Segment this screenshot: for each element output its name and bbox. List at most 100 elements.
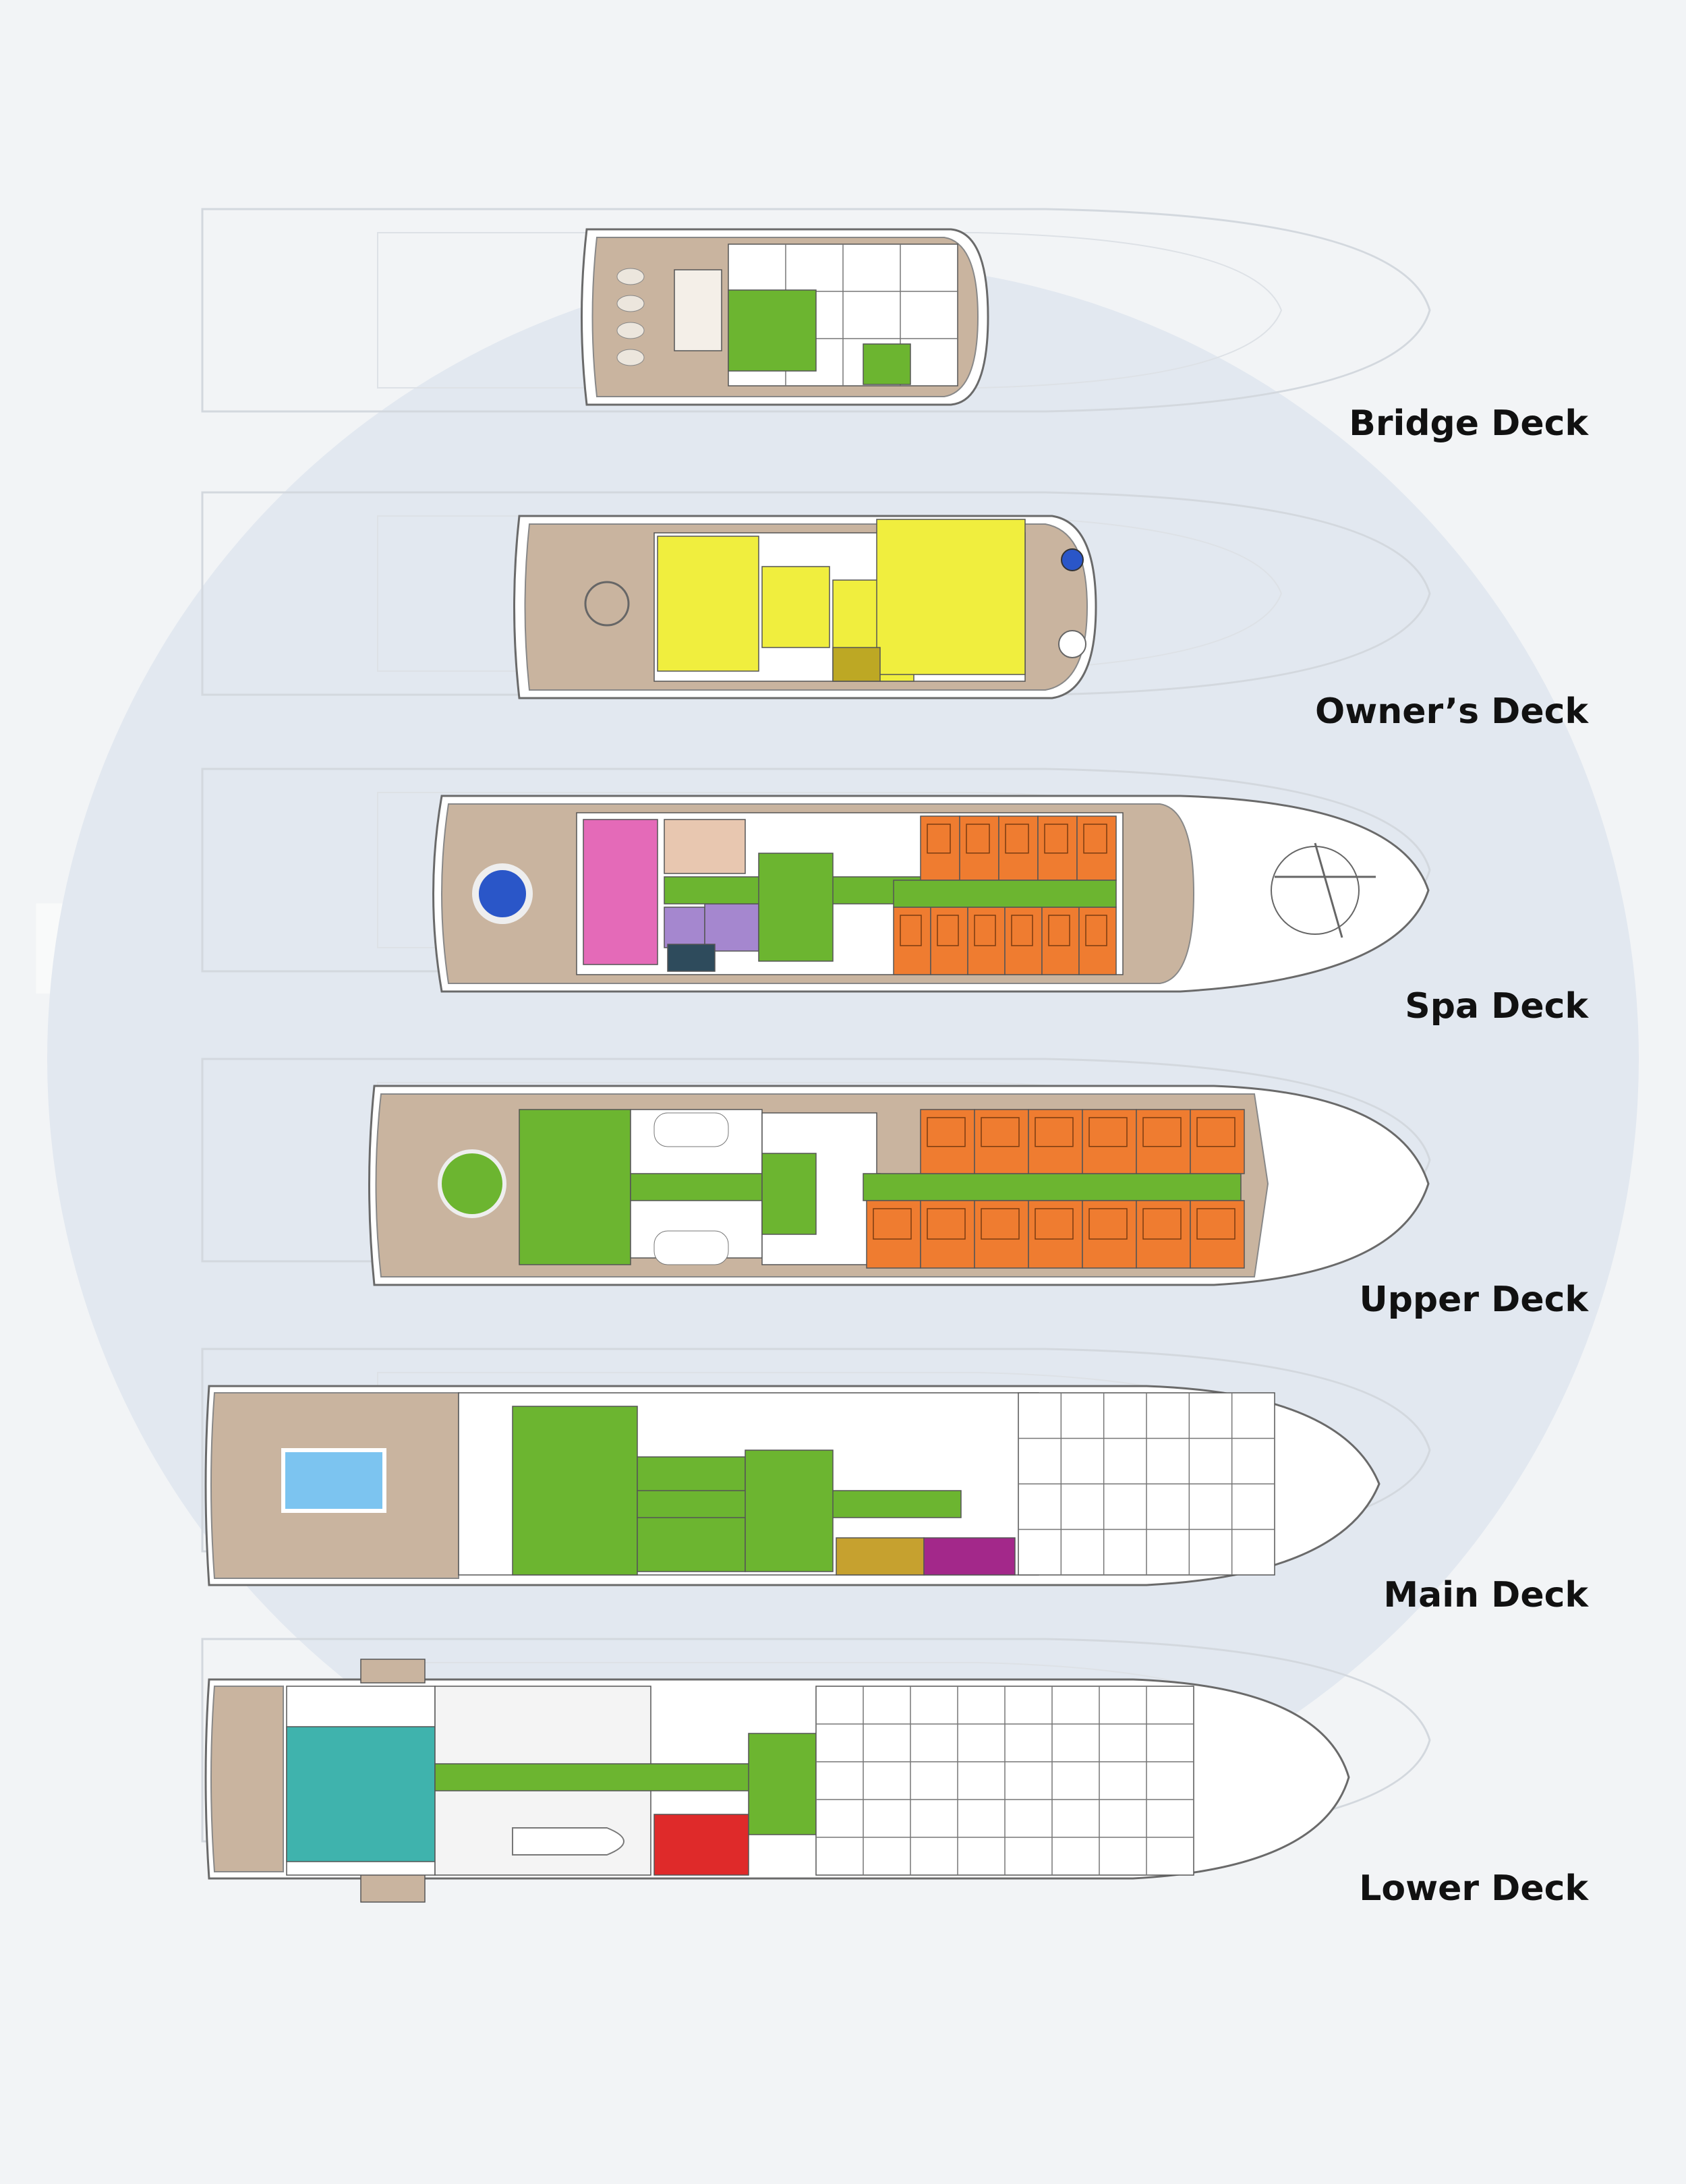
- cabin-bed: [927, 824, 951, 854]
- spa-lavender-room: [664, 907, 705, 948]
- spa-beige-room: [664, 819, 746, 874]
- cabin-bed: [927, 1208, 966, 1240]
- spa-orange-cabin: [998, 815, 1039, 881]
- upper-green-lounge: [519, 1109, 631, 1265]
- cabin-bed: [1142, 1117, 1182, 1147]
- upper-orange-cabin: [1082, 1109, 1137, 1174]
- cabin-bed: [966, 824, 990, 854]
- cabin-bed: [937, 915, 959, 946]
- spa-orange-cabin: [1076, 815, 1117, 881]
- owners-yellow-suite: [761, 566, 830, 648]
- owners-olive-room: [832, 647, 881, 682]
- cabin-bed: [981, 1208, 1020, 1240]
- spa-orange-cabin: [967, 907, 1006, 975]
- upper-orange-cabin: [920, 1109, 975, 1174]
- upper-green-round: [438, 1149, 506, 1218]
- ghost-hull-outline: [201, 208, 1431, 413]
- upper-green-area: [761, 1153, 817, 1235]
- cabin-bed: [1035, 1117, 1074, 1147]
- ghost-superstructure-outline: [377, 515, 1283, 672]
- owners-yellow-suite: [876, 519, 1026, 675]
- owners-jacuzzi: [1061, 548, 1084, 571]
- cabin-bed: [981, 1117, 1020, 1147]
- bridge-dining-table: [674, 269, 722, 351]
- tender-boat: [512, 1827, 624, 1856]
- round-table: [584, 581, 630, 627]
- spa-green-area: [758, 853, 834, 962]
- main-mustard-room: [836, 1537, 925, 1576]
- label-bridge-deck: Bridge Deck: [1349, 403, 1588, 444]
- spa-orange-cabin: [920, 815, 960, 881]
- cabin-bed: [1142, 1208, 1182, 1240]
- upper-orange-cabin: [1136, 1200, 1191, 1269]
- main-deck-plan: [204, 1385, 1380, 1586]
- helicopter-rotor: [1314, 842, 1343, 938]
- upper-orange-cabin: [1028, 1109, 1083, 1174]
- label-lower-deck: Lower Deck: [1359, 1868, 1588, 1909]
- cabin-bed: [1088, 1208, 1128, 1240]
- cabin-bed: [1085, 915, 1107, 946]
- upper-orange-cabin: [866, 1200, 921, 1269]
- cabin-bed: [1011, 915, 1033, 946]
- lower-deck-plan: [204, 1659, 1350, 1903]
- spa-orange-cabin: [1037, 815, 1078, 881]
- bridge-deck-plan: [581, 228, 989, 406]
- upper-orange-cabin: [1136, 1109, 1191, 1174]
- tender-outline: [653, 1112, 729, 1147]
- cabin-bed: [1048, 915, 1070, 946]
- label-spa-deck: Spa Deck: [1405, 986, 1588, 1027]
- upper-orange-cabin: [1190, 1109, 1245, 1174]
- upper-orange-cabin: [974, 1200, 1029, 1269]
- cabin-bed: [1035, 1208, 1074, 1240]
- spa-orange-cabin: [1078, 907, 1117, 975]
- bridge-green-area: [728, 289, 817, 372]
- cabin-bed: [900, 915, 922, 946]
- main-green-saloon: [512, 1406, 638, 1576]
- cabin-bed: [1196, 1208, 1236, 1240]
- lower-teal-beach-club: [286, 1726, 436, 1862]
- ghost-hull-outline: [201, 491, 1431, 696]
- cabin-bed: [1196, 1117, 1236, 1147]
- upper-orange-cabin: [1082, 1200, 1137, 1269]
- lower-deck-swim-platform: [210, 1686, 284, 1872]
- cabin-bed: [873, 1208, 912, 1240]
- upper-green-corridor: [863, 1173, 1242, 1201]
- spa-pink-room: [583, 819, 658, 965]
- spa-navy-room: [667, 944, 716, 972]
- label-main-deck: Main Deck: [1383, 1575, 1588, 1615]
- upper-orange-cabin: [974, 1109, 1029, 1174]
- spa-orange-cabin: [1004, 907, 1043, 975]
- label-owners-deck: Owner’s Deck: [1314, 691, 1588, 732]
- main-magenta-room: [923, 1537, 1016, 1576]
- cabin-bed: [1005, 824, 1029, 854]
- spa-orange-cabin: [1041, 907, 1080, 975]
- spa-jacuzzi: [472, 863, 533, 924]
- owners-yellow-suite: [657, 536, 759, 672]
- lower-green-area: [748, 1733, 817, 1835]
- upper-orange-cabin: [1028, 1200, 1083, 1269]
- lower-side-platform: [360, 1659, 426, 1684]
- cabin-bed: [1088, 1117, 1128, 1147]
- cabin-bed: [927, 1117, 966, 1147]
- ghost-superstructure-outline: [377, 232, 1283, 389]
- bridge-green-area: [863, 343, 911, 385]
- label-upper-deck: Upper Deck: [1359, 1280, 1588, 1320]
- spa-deck-plan: [432, 795, 1430, 993]
- lounge-chair: [616, 322, 645, 339]
- lounge-chair: [616, 295, 645, 312]
- tender-outline: [653, 1230, 729, 1265]
- lounge-chair: [616, 268, 645, 285]
- cabin-bed: [1083, 824, 1107, 854]
- lower-green-corridor: [434, 1763, 780, 1791]
- owners-round-seat: [1058, 630, 1086, 658]
- upper-deck-plan: [368, 1085, 1430, 1286]
- main-deck-pool: [281, 1448, 386, 1513]
- upper-orange-cabin: [920, 1200, 975, 1269]
- upper-orange-cabin: [1190, 1200, 1245, 1269]
- lower-red-room: [653, 1814, 749, 1876]
- spa-orange-cabin: [930, 907, 968, 975]
- spa-orange-cabin: [893, 907, 931, 975]
- main-green-area: [745, 1449, 834, 1572]
